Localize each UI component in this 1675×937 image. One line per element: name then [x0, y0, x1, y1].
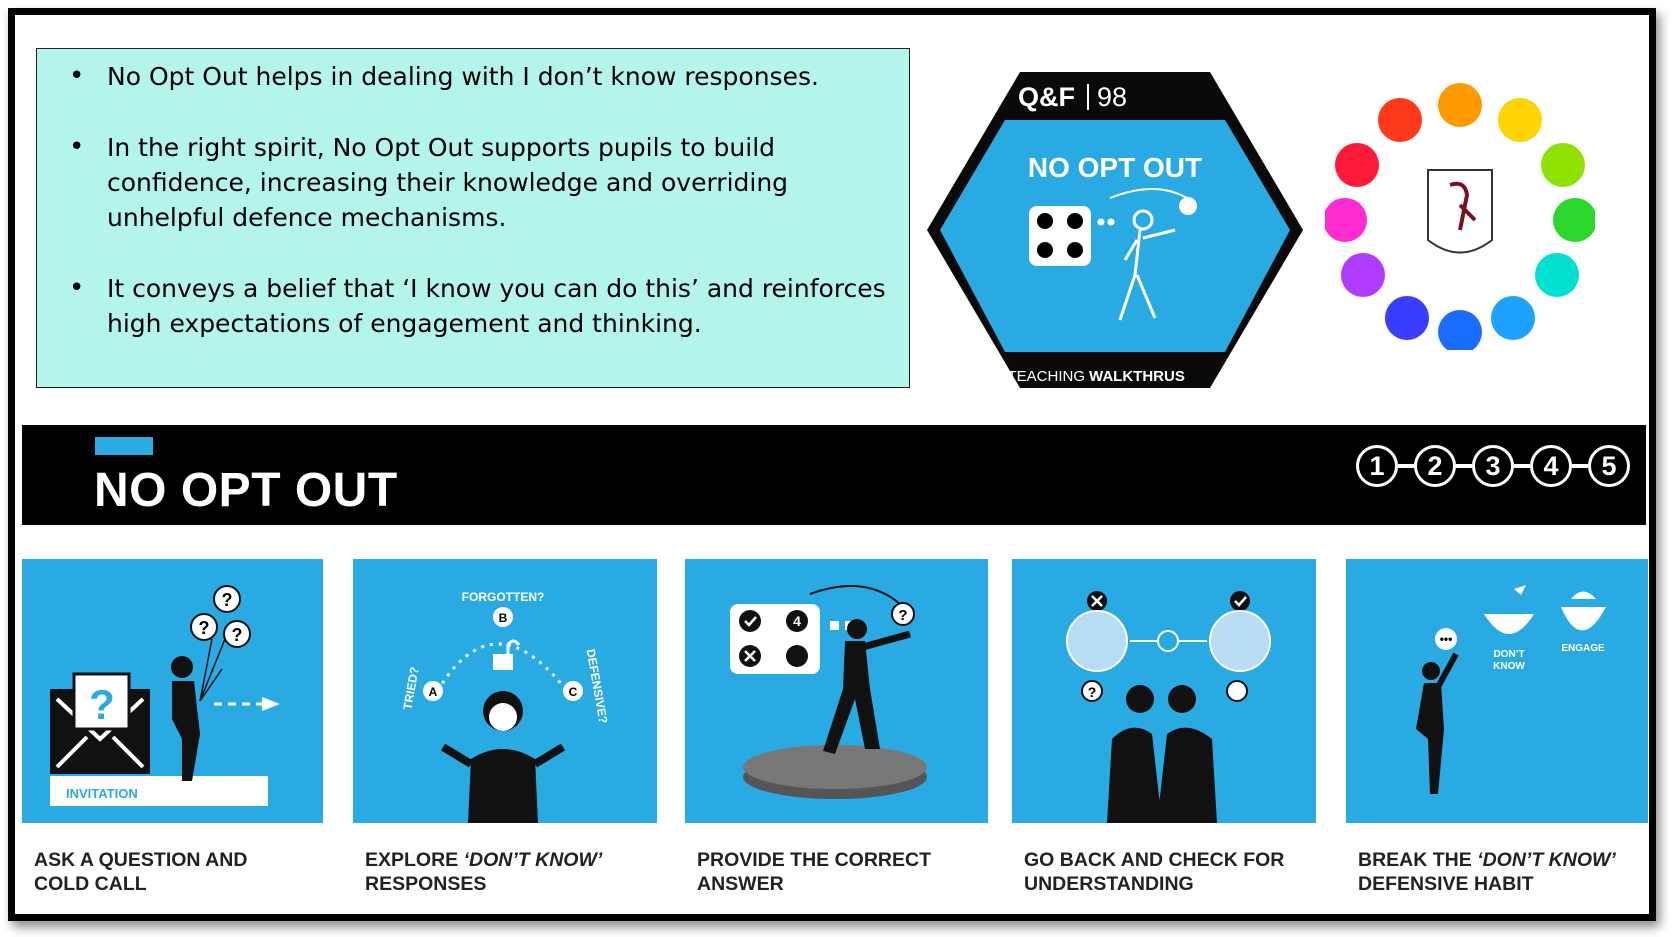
step-card-2: A B C FORGOTTEN? TRIED? DEFENSIVE? EXPLO…: [353, 559, 657, 896]
arrow-right-icon: [1157, 630, 1179, 652]
lightbulb-ring-logo: [1325, 83, 1595, 350]
check-icon: [1037, 213, 1053, 229]
bullet-list: No Opt Out helps in dealing with I don’t…: [57, 59, 889, 341]
check-icon: [1230, 591, 1250, 611]
know-label: KNOW: [1493, 661, 1525, 672]
svg-text:?: ?: [898, 607, 907, 624]
step-3: 3: [1472, 445, 1514, 487]
invitation-label: INVITATION: [66, 786, 138, 801]
step-1: 1: [1356, 445, 1398, 487]
svg-text:A: A: [429, 685, 438, 699]
bullet-item: No Opt Out helps in dealing with I don’t…: [69, 59, 889, 94]
svg-text:?: ?: [89, 681, 115, 728]
check-icon: [739, 610, 761, 632]
dont-label: DON’T: [1493, 649, 1524, 660]
banner-accent: [95, 437, 153, 455]
svg-text:?: ?: [1088, 684, 1097, 700]
lightbulb-icon: [1325, 83, 1595, 350]
person-figure: [440, 691, 566, 823]
step-4: 4: [1530, 445, 1572, 487]
badge-title: NO OPT OUT: [1028, 152, 1202, 183]
svg-text:•••: •••: [1440, 632, 1453, 646]
badge-series: Q&F: [1018, 82, 1075, 112]
school-crest-icon: [1427, 169, 1493, 254]
svg-text:?: ?: [232, 625, 243, 645]
two-people-figure: [1107, 685, 1217, 823]
card-caption: EXPLORE ‘DON’T KNOW’RESPONSES: [365, 849, 603, 895]
invitation-illustration: INVITATION ? ? ? ?: [22, 559, 323, 823]
question-balloon-icon: [190, 585, 251, 648]
engage-label: ENGAGE: [1561, 643, 1605, 654]
cracked-bowl-icon: [1484, 614, 1534, 634]
svg-text:B: B: [499, 611, 508, 625]
break-habit-illustration: ••• DON’T KNOW ENGAGE: [1346, 559, 1648, 823]
person-figure: [1416, 652, 1459, 794]
svg-text:?: ?: [199, 618, 210, 638]
explore-illustration: A B C FORGOTTEN? TRIED? DEFENSIVE?: [353, 559, 657, 823]
correct-answer-illustration: 4 ?: [685, 559, 988, 823]
teacher-figure: [823, 619, 911, 754]
step-2: 2: [1414, 445, 1456, 487]
defensive-label: DEFENSIVE?: [584, 648, 611, 725]
badge-footer-bold: WALKTHRUS: [1089, 368, 1185, 385]
tried-label: TRIED?: [400, 666, 421, 711]
banner-title: NO OPT OUT: [94, 464, 398, 517]
forgotten-label: FORGOTTEN?: [462, 590, 545, 604]
step-indicator: 1 2 3 4 5: [1356, 445, 1630, 487]
card-caption: BREAK THE ‘DON’T KNOW’DEFENSIVE HABIT: [1358, 849, 1616, 895]
check-understanding-illustration: ?: [1012, 559, 1316, 823]
bullet-item: It conveys a belief that ‘I know you can…: [69, 271, 889, 341]
badge-footer-light: TEACHING: [1007, 368, 1085, 385]
teacher-figure: [1118, 209, 1176, 321]
svg-text:4: 4: [793, 613, 801, 629]
title-banner: NO OPT OUT 1 2 3 4 5: [22, 425, 1646, 525]
svg-text:C: C: [569, 685, 578, 699]
padlock-icon: [493, 654, 513, 670]
step-5: 5: [1588, 445, 1630, 487]
cross-icon: [1037, 242, 1053, 258]
walkthrus-badge: Q&F 98 NO OPT OUT TEACHING WALKTHRUS: [927, 72, 1303, 388]
step-card-5: ••• DON’T KNOW ENGAGE BREAK THE ‘DON’T K…: [1346, 559, 1648, 896]
bullet-item: In the right spirit, No Opt Out supports…: [69, 130, 889, 235]
badge-number: 98: [1097, 82, 1127, 112]
bullet-panel: No Opt Out helps in dealing with I don’t…: [36, 48, 910, 388]
person-figure: [171, 656, 200, 781]
svg-text:?: ?: [222, 590, 233, 610]
